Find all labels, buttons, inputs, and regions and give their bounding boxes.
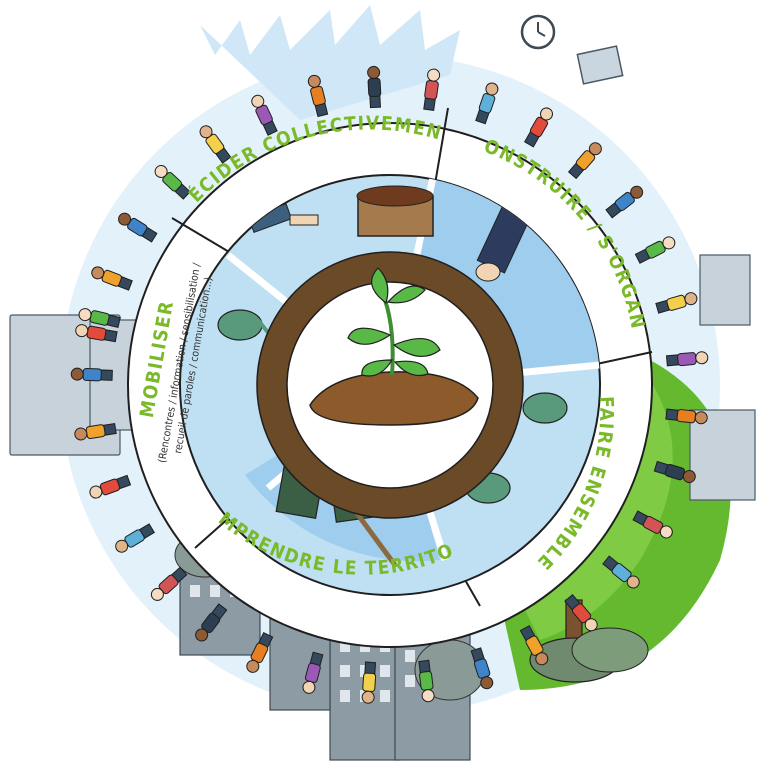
tree-bottom-right [529, 599, 649, 683]
person-figure [418, 659, 435, 703]
person-figure [118, 212, 158, 243]
person-figure [70, 367, 113, 382]
person-figure [632, 510, 673, 539]
person-figure [567, 142, 602, 180]
planting-hand [475, 205, 531, 282]
person-figure [653, 460, 696, 483]
person-figure [634, 236, 676, 264]
person-figure [665, 351, 709, 367]
person-figure [199, 125, 232, 164]
person-figure [367, 65, 382, 109]
person-figure [195, 603, 228, 642]
crowd-of-people [70, 65, 709, 704]
planter-box [356, 185, 434, 237]
person-figure [150, 566, 188, 601]
person-figure [78, 308, 121, 328]
person-figure [115, 523, 155, 553]
wall-clock-icon [520, 14, 556, 50]
person-figure [423, 68, 441, 111]
sprout-icon [309, 267, 479, 426]
person-figure [302, 651, 324, 694]
person-figure [655, 292, 698, 314]
wall-picture [576, 45, 624, 85]
person-figure [475, 82, 499, 125]
person-figure [246, 632, 274, 673]
person-figure [602, 555, 640, 589]
person-figure [307, 74, 329, 118]
sky-burst [200, 5, 460, 120]
person-figure [89, 474, 132, 499]
person-figure [605, 185, 644, 219]
person-figure [251, 94, 278, 136]
person-figure [665, 408, 708, 425]
person-figure [154, 165, 191, 200]
person-figure [91, 266, 133, 291]
person-figure [361, 661, 377, 704]
person-figure [470, 647, 494, 690]
person-figure [564, 594, 598, 632]
person-figure [519, 625, 549, 666]
buildings-right [689, 254, 756, 501]
person-figure [74, 422, 117, 441]
person-figure [75, 324, 118, 343]
person-figure [523, 107, 553, 148]
